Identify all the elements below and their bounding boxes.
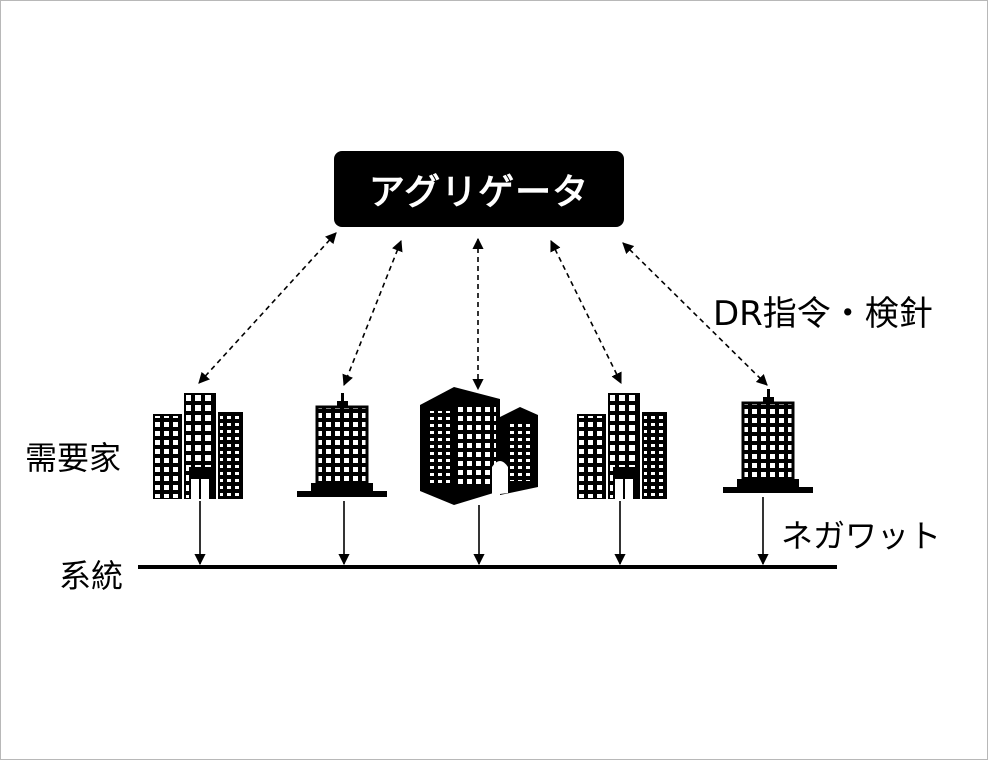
consumers-label: 需要家 xyxy=(25,439,122,477)
aggregator-box: アグリゲータ xyxy=(334,151,624,227)
aggregator-label: アグリゲータ xyxy=(368,172,590,213)
office-cluster-icon xyxy=(153,393,243,499)
office-complex-icon xyxy=(420,387,538,505)
office-tower-icon xyxy=(297,393,387,499)
negawatt-label: ネガワット xyxy=(781,517,942,555)
dr-arrow-1 xyxy=(198,232,337,384)
office-tower-icon xyxy=(723,389,813,495)
grid-label: 系統 xyxy=(59,557,124,595)
dr-arrow-2 xyxy=(342,239,403,387)
office-cluster-icon xyxy=(577,393,667,499)
dr-arrow-4 xyxy=(550,239,622,385)
dr-arrow-5 xyxy=(622,242,768,386)
dr-command-label: DR指令・検針 xyxy=(713,294,933,334)
